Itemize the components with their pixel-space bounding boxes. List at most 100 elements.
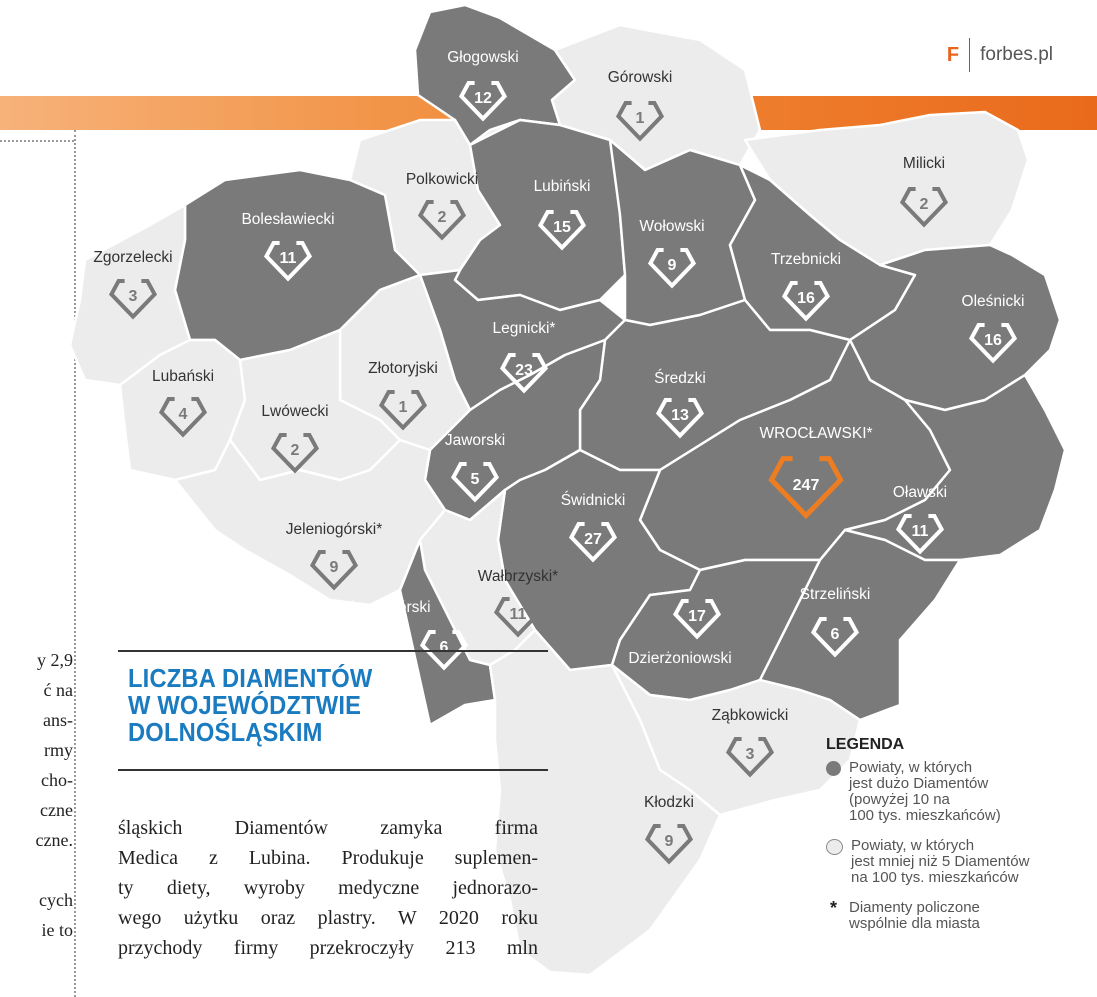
- district-name-label: Wałbrzyski*: [478, 568, 558, 585]
- district-name-label: Jaworski: [445, 432, 505, 449]
- legend-text: Diamenty policzone: [849, 899, 980, 916]
- district-region[interactable]: [173, 438, 447, 607]
- district-count-label: 23: [515, 362, 533, 379]
- diamond-icon: [810, 617, 860, 658]
- diamond-icon: [493, 597, 543, 638]
- district-count-label: 6: [831, 626, 840, 643]
- district-name-label: Trzebnicki: [771, 251, 841, 268]
- district-name-label: Głogowski: [447, 49, 519, 66]
- dark-dot-icon: [826, 761, 841, 776]
- legend-item-light: Powiaty, w których jest mniej niż 5 Diam…: [826, 838, 1086, 886]
- district-count-label: 16: [984, 332, 1002, 349]
- district-count-label: 12: [474, 90, 492, 107]
- district-count-label: 11: [510, 606, 527, 623]
- left-text-line: ie to: [41, 920, 74, 940]
- district-name-label: Jeleniogórski*: [286, 521, 383, 538]
- left-text-line: cho-: [41, 770, 73, 790]
- left-text-line: czne.: [35, 830, 73, 850]
- district-name-label: Świdnicki: [561, 491, 626, 509]
- district-count-label: 9: [665, 833, 674, 850]
- left-text-line: ans-: [43, 710, 73, 730]
- title-line-1: LICZBA DIAMENTÓW: [128, 665, 373, 693]
- district-count-label: 9: [668, 257, 677, 274]
- district-name-label: Oleśnicki: [962, 293, 1025, 310]
- brand-site-link[interactable]: forbes.pl: [980, 44, 1053, 65]
- legend-item-dark: Powiaty, w których jest dużo Diamentów (…: [826, 760, 1086, 824]
- district-name-label: WROCŁAWSKI*: [759, 425, 872, 442]
- district-count-label: 16: [797, 290, 815, 307]
- diamond-icon: [270, 433, 320, 474]
- district-count-label: 2: [438, 209, 447, 226]
- legend-text: Powiaty, w których: [851, 837, 975, 854]
- district-region[interactable]: [488, 628, 722, 977]
- district-count-label: 15: [553, 219, 571, 236]
- left-text-line: cych: [39, 890, 73, 910]
- district-name-label: Milicki: [903, 155, 945, 172]
- left-text-line: czne: [40, 800, 73, 820]
- district-name-label: Kamiennogórski: [319, 599, 430, 616]
- legend-text: (powyżej 10 na: [849, 791, 950, 808]
- left-text-line: y 2,9: [37, 650, 73, 670]
- district-count-label: 11: [912, 523, 929, 540]
- district-count-label: 13: [671, 407, 689, 424]
- district-region[interactable]: [758, 528, 962, 722]
- district-name-label: Wołowski: [639, 218, 704, 235]
- article-text: śląskich Diamentów zamyka firma Medica z…: [118, 813, 538, 963]
- diamond-icon: [672, 599, 722, 640]
- district-labels: Głogowski12Górowski1Milicki2Polkowicki2L…: [93, 49, 1025, 865]
- diamond-icon: [615, 101, 665, 142]
- diamond-icon: [647, 248, 697, 289]
- district-count-label: 2: [291, 442, 300, 459]
- asterisk-icon: *: [829, 898, 837, 918]
- district-count-label: 4: [179, 406, 188, 423]
- diamond-icon: [768, 456, 844, 520]
- district-name-label: Strzeliński: [800, 586, 871, 603]
- legend-text: na 100 tys. mieszkańców: [851, 869, 1019, 886]
- district-name-label: Oławski: [893, 484, 947, 501]
- district-name-label: Zgorzelecki: [93, 249, 172, 266]
- district-count-label: 17: [688, 608, 706, 625]
- district-count-label: 9: [330, 559, 339, 576]
- district-count-label: 27: [584, 531, 602, 548]
- diamond-icon: [458, 81, 508, 122]
- district-region[interactable]: [398, 538, 497, 727]
- district-region[interactable]: [843, 373, 1067, 562]
- diamond-icon: [725, 737, 775, 778]
- district-count-label: 3: [129, 288, 138, 305]
- district-name-label: Średzki: [654, 369, 706, 387]
- legend: LEGENDA Powiaty, w których jest dużo Dia…: [826, 736, 1086, 946]
- article-line: śląskich Diamentów zamyka firma: [118, 817, 538, 839]
- district-count-label: 2: [920, 196, 929, 213]
- map-title: LICZBA DIAMENTÓW W WOJEWÓDZTWIE DOLNOŚLĄ…: [118, 650, 548, 771]
- column-divider-top: [0, 140, 74, 142]
- district-regions: [68, 3, 1067, 977]
- district-name-label: Polkowicki: [406, 171, 478, 188]
- district-count-label: 11: [280, 250, 297, 267]
- article-line: wego użytku oraz plastry. W 2020 roku: [118, 907, 538, 929]
- legend-text: jest dużo Diamentów: [849, 775, 989, 792]
- district-name-label: Kłodzki: [644, 794, 694, 811]
- legend-text: Powiaty, w których: [849, 759, 973, 776]
- district-count-label: 247: [793, 477, 820, 494]
- district-count-label: 1: [636, 110, 645, 127]
- article-line: ty diety, wyroby medyczne jednorazo-: [118, 877, 538, 899]
- brand-divider: [969, 38, 971, 72]
- diamond-icon: [968, 323, 1018, 364]
- diamond-icon: [450, 462, 500, 503]
- district-count-label: 1: [399, 399, 408, 416]
- legend-text: 100 tys. mieszkańców): [849, 807, 1001, 824]
- diamond-icon: [417, 200, 467, 241]
- district-name-label: Bolesławiecki: [241, 211, 334, 228]
- legend-text: wspólnie dla miasta: [849, 915, 980, 932]
- diamond-icon: [499, 353, 549, 394]
- diamond-icon: [781, 281, 831, 322]
- district-name-label: Lubański: [152, 368, 214, 385]
- diamond-icon: [644, 824, 694, 865]
- district-name-label: Złotoryjski: [368, 360, 438, 377]
- light-dot-icon: [826, 839, 843, 855]
- diamond-icon: [537, 210, 587, 251]
- forbes-logo-icon: F: [946, 43, 960, 66]
- diamond-icon: [655, 398, 705, 439]
- diamond-icon: [309, 550, 359, 591]
- district-name-label: Ząbkowicki: [712, 707, 789, 724]
